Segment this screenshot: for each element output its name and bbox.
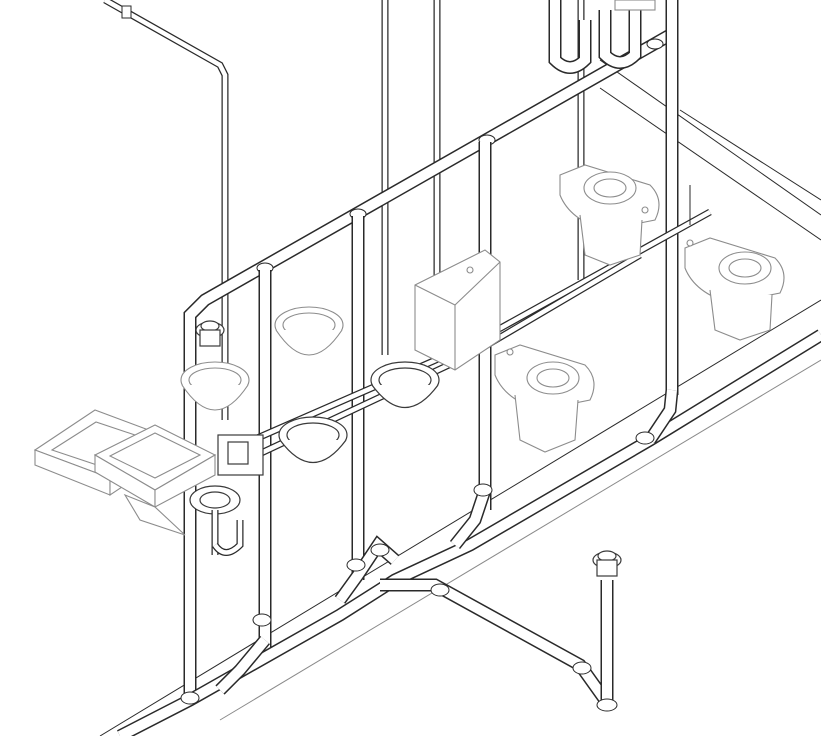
tank	[414, 249, 501, 371]
water-closet-3	[684, 237, 785, 341]
valve-cluster	[189, 434, 264, 556]
basin-2	[180, 361, 250, 411]
floor-drain-riser	[596, 580, 618, 712]
trap-assembly-top-right	[548, 0, 656, 74]
basin-1	[274, 306, 344, 356]
water-closet-2	[559, 164, 660, 266]
floor-outline	[99, 59, 821, 736]
supply-line-top-left	[103, 0, 229, 420]
vent-header	[183, 29, 674, 700]
valve-icon	[121, 5, 132, 19]
basin-4	[278, 416, 348, 464]
main-drain	[117, 329, 821, 736]
floor-drain-left	[195, 320, 225, 347]
floor-drain-right	[592, 550, 622, 577]
water-closet-1	[494, 344, 595, 453]
sink-right	[93, 424, 217, 536]
basin-3	[370, 361, 440, 409]
